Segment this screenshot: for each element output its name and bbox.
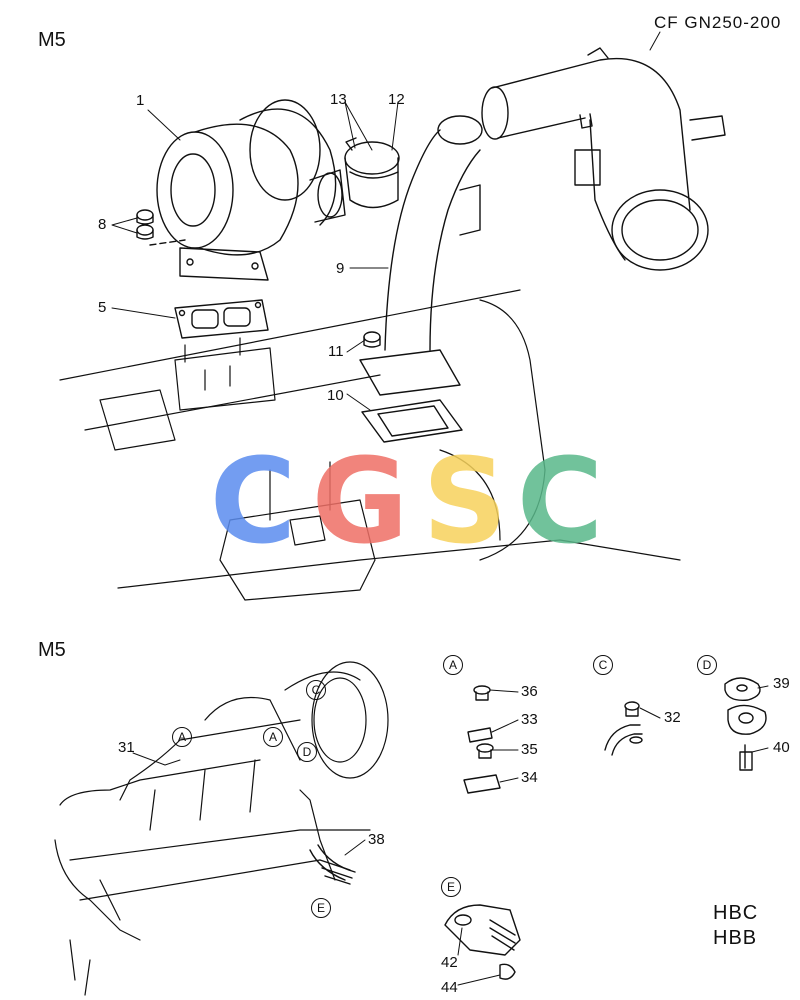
engine-block-drawing [59, 289, 681, 601]
callout-38: 38 [368, 831, 385, 848]
exhaust-manifold-drawing [54, 661, 389, 996]
detail-d-parts-drawing [724, 677, 767, 771]
variant-code-hbc: HBC [713, 902, 759, 924]
callout-39: 39 [773, 675, 790, 692]
detail-marker-d-drawing: D [297, 742, 317, 762]
callout-13: 13 [330, 91, 347, 108]
elbow-pipe-9-drawing [359, 115, 483, 396]
gasket-5-drawing [174, 299, 269, 339]
detail-marker-a-drawing-1: A [172, 727, 192, 747]
detail-a-parts-drawing [463, 685, 501, 794]
detail-marker-c-header: C [593, 655, 613, 675]
watermark-letter-c2: C [516, 432, 604, 570]
detail-e-parts-drawing [444, 904, 521, 980]
model-label-bottom: M5 [38, 639, 66, 661]
callout-31: 31 [118, 739, 135, 756]
callout-32: 32 [664, 709, 681, 726]
callout-11: 11 [328, 343, 344, 360]
leader-lines [111, 31, 769, 986]
nut-11-drawing [363, 331, 381, 348]
turbocharger-drawing [149, 99, 346, 281]
callout-10: 10 [327, 387, 344, 404]
oil-pipe-38-drawing [309, 844, 356, 885]
detail-marker-a-header: A [443, 655, 463, 675]
callout-5: 5 [98, 299, 107, 316]
callout-34: 34 [521, 769, 538, 786]
clamp-and-hose-drawing [344, 137, 400, 209]
reference-code: CF GN250-200 [654, 13, 782, 32]
callout-36: 36 [521, 683, 538, 700]
gasket-10-drawing [361, 399, 463, 443]
callout-40: 40 [773, 739, 790, 756]
watermark-letter-g: G [311, 432, 409, 570]
callout-44: 44 [441, 979, 458, 996]
nuts-drawing [136, 209, 154, 240]
detail-marker-e-drawing: E [311, 898, 331, 918]
callout-8: 8 [98, 216, 107, 233]
detail-c-parts-drawing [604, 701, 643, 756]
detail-marker-e-header: E [441, 877, 461, 897]
callout-33: 33 [521, 711, 538, 728]
watermark-letter-c1: C [209, 432, 297, 570]
variant-code-hbb: HBB [713, 927, 758, 949]
detail-marker-c-drawing: C [306, 680, 326, 700]
callout-42: 42 [441, 954, 458, 971]
callout-1: 1 [136, 92, 145, 109]
callout-35: 35 [521, 741, 538, 758]
callout-12: 12 [388, 91, 405, 108]
model-label-top: M5 [38, 29, 66, 51]
detail-marker-d-header: D [697, 655, 717, 675]
watermark-letter-s: S [422, 432, 508, 570]
callout-9: 9 [336, 260, 345, 277]
connector-pipe-drawing [481, 47, 726, 271]
detail-marker-a-drawing-2: A [263, 727, 283, 747]
